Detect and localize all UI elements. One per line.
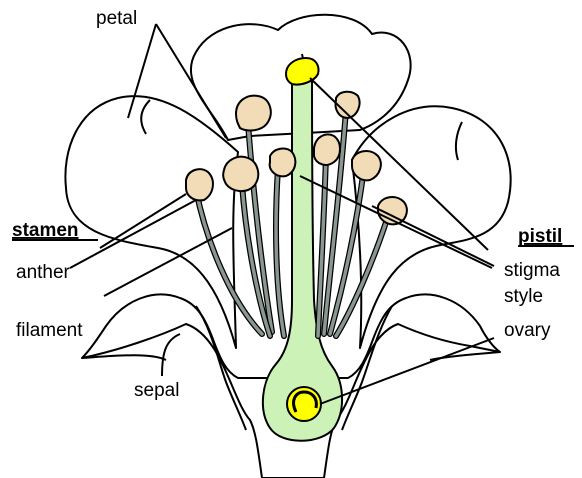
anther-6 <box>314 135 340 165</box>
sepal-leader <box>162 334 180 376</box>
label-stigma: stigma <box>504 260 560 281</box>
label-style: style <box>504 286 543 307</box>
label-anther: anther <box>16 262 71 283</box>
anther-1 <box>236 96 271 131</box>
label-stamen: stamen <box>12 220 79 241</box>
anther-3 <box>186 169 213 200</box>
label-sepal: sepal <box>134 380 179 401</box>
anther-2 <box>223 157 258 191</box>
label-filament: filament <box>16 320 83 341</box>
label-pistil: pistil <box>518 226 562 247</box>
anther-4 <box>270 149 296 177</box>
label-ovary: ovary <box>504 320 551 341</box>
label-petal: petal <box>96 8 137 29</box>
anther-7 <box>352 151 381 180</box>
ovary-leader <box>320 338 494 404</box>
